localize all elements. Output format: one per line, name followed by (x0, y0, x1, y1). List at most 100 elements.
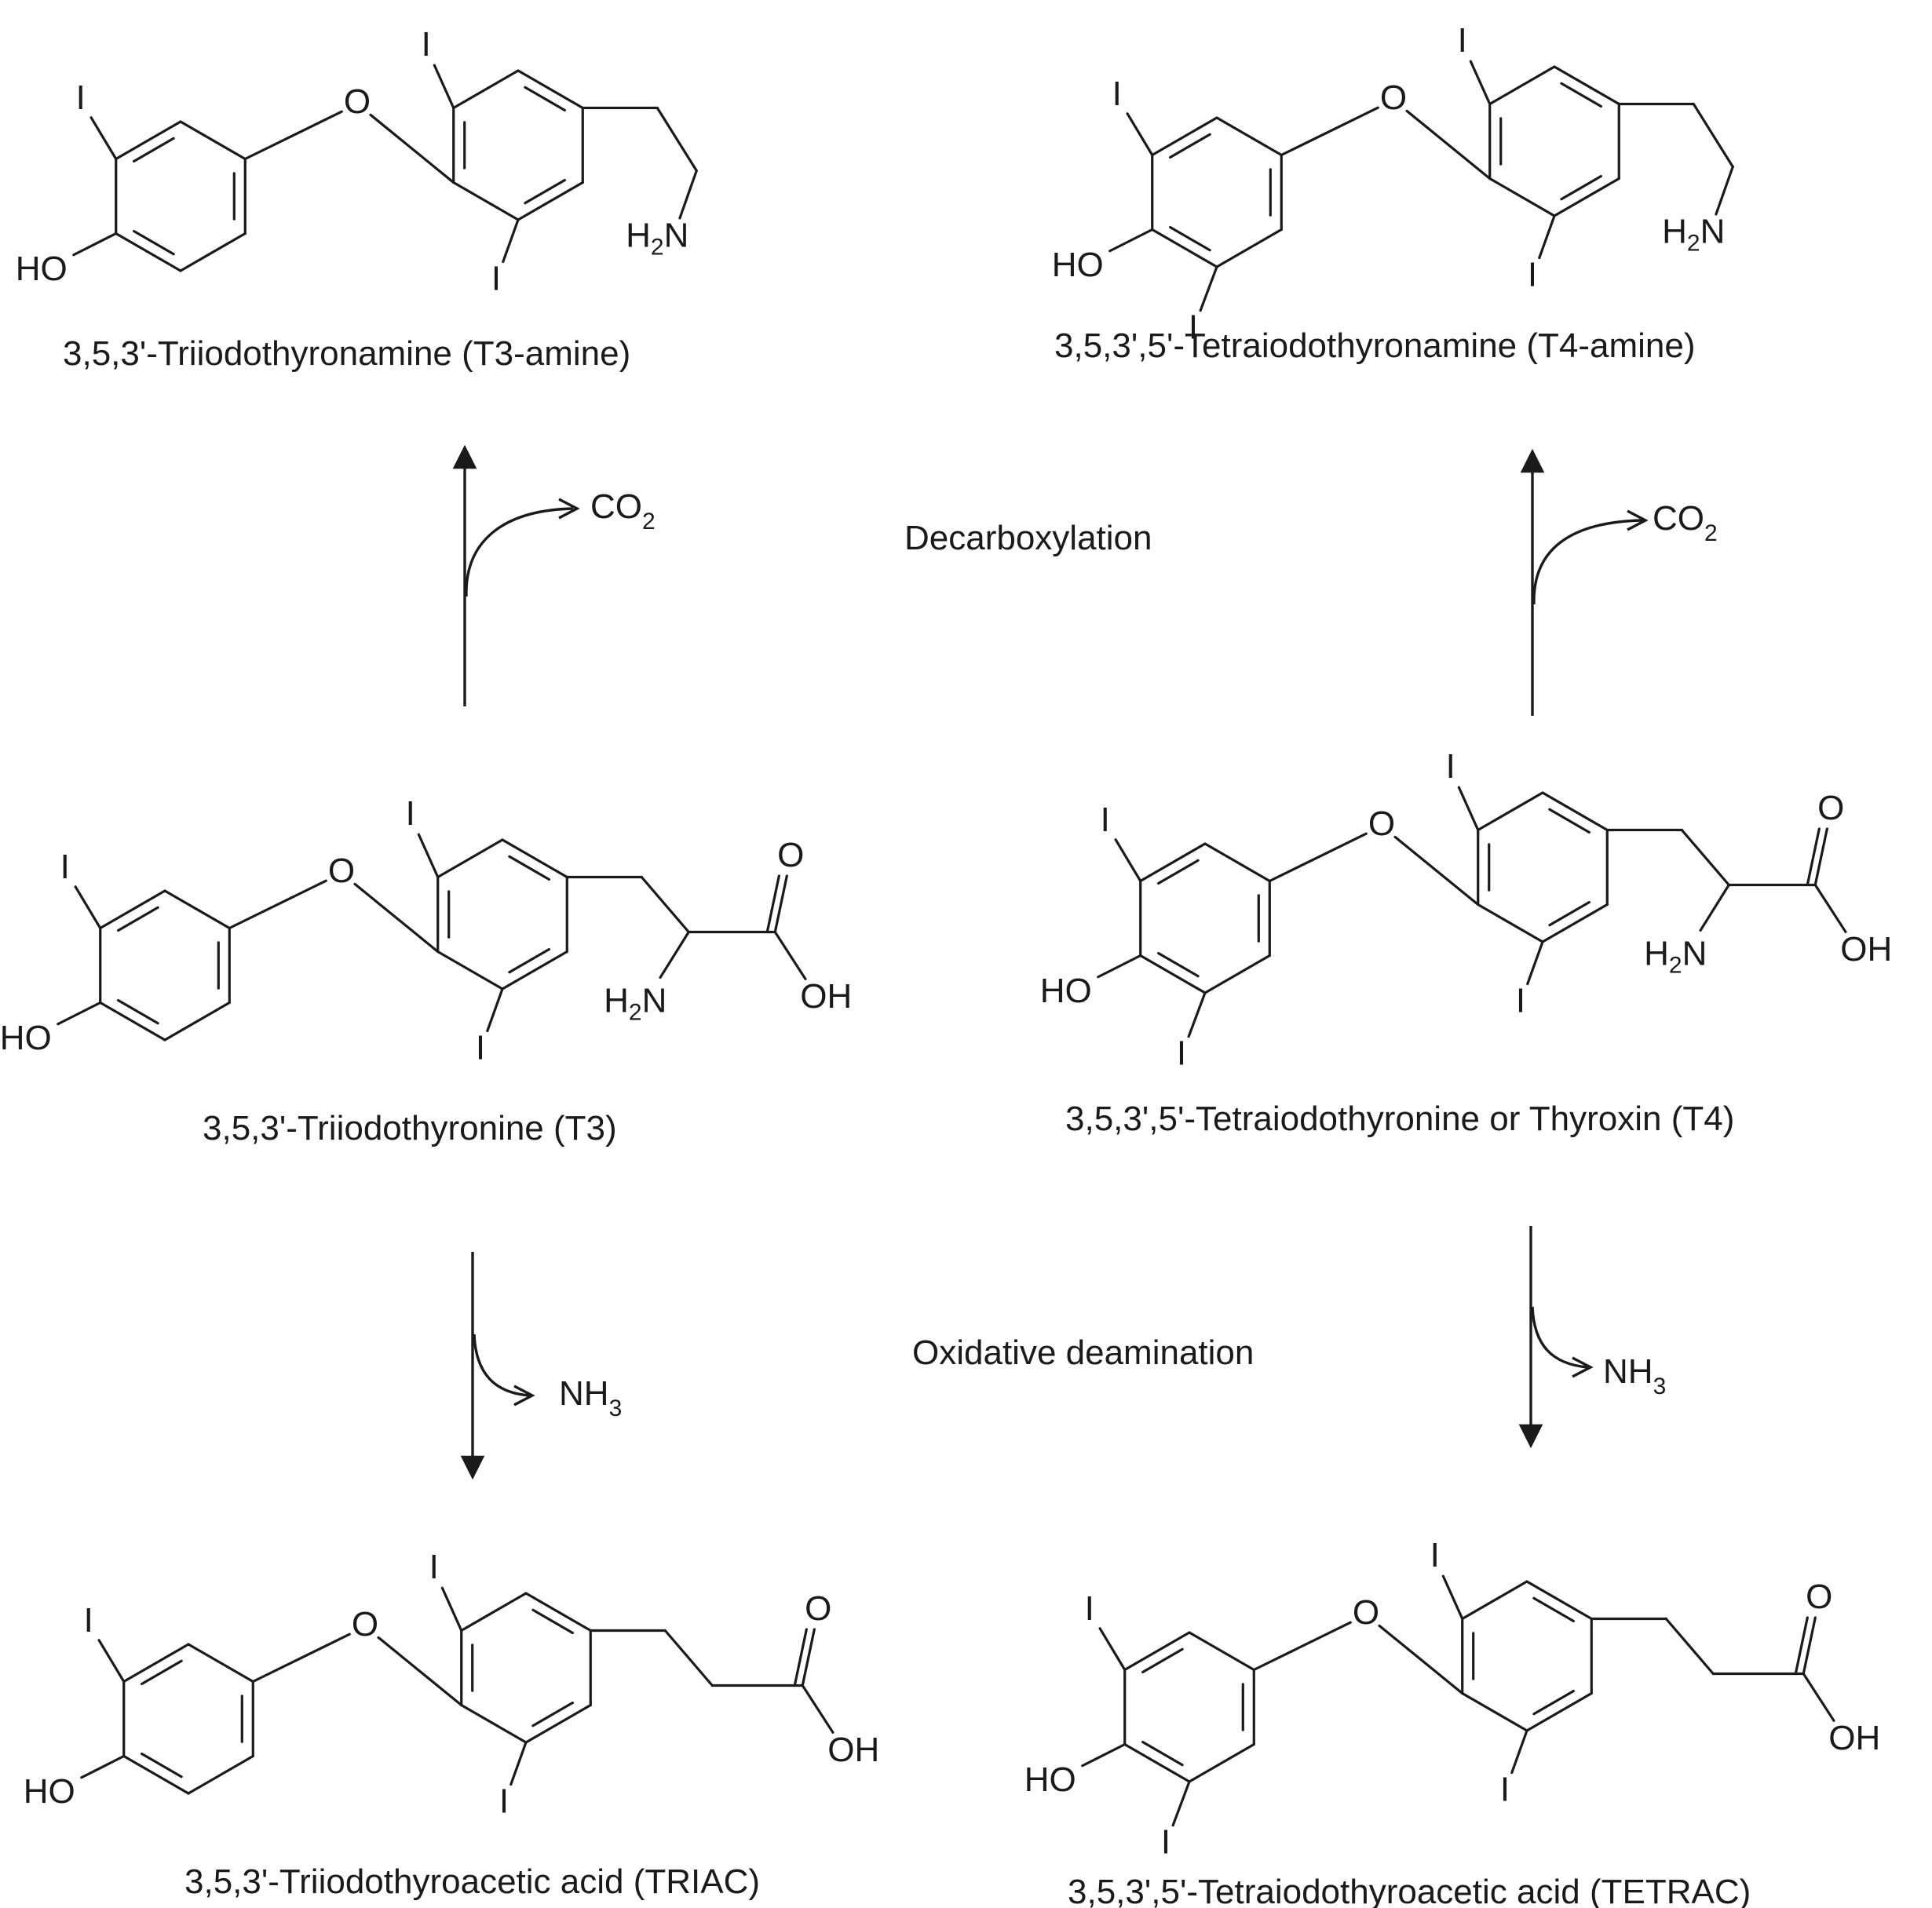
iodine-atom: I (1112, 75, 1122, 113)
decarboxylation-arrow-left: CO2 (452, 444, 656, 706)
caption-t3: 3,5,3'-Triiodothyronine (T3) (203, 1109, 617, 1147)
bond (452, 181, 520, 221)
double-bond (1168, 133, 1211, 159)
acid-hydroxyl: OH (1828, 1719, 1880, 1757)
bond (1203, 954, 1271, 994)
bond (1139, 954, 1207, 994)
bond (179, 232, 247, 272)
double-bond (132, 229, 175, 256)
bond (1139, 842, 1207, 883)
ether-bond (243, 110, 343, 161)
deamination-arrow-right: NH3 (1518, 1226, 1666, 1449)
double-bond (531, 1701, 575, 1727)
iodine-atom: I (1528, 256, 1537, 294)
double-bond (1548, 900, 1591, 927)
bond (1488, 177, 1556, 217)
amine-bond (1715, 165, 1734, 216)
caption-tetrac: 3,5,3',5'-Tetraiodothyroacetic acid (TET… (1068, 1873, 1751, 1908)
double-bond (116, 906, 159, 932)
ether-bond (377, 1636, 463, 1707)
bond (1215, 116, 1283, 157)
iodine-bond (1469, 60, 1492, 106)
bond (122, 1643, 190, 1684)
nh3-byproduct-right: NH3 (1603, 1352, 1666, 1399)
ether-oxygen: O (344, 82, 371, 121)
nh3-byproduct-left: NH3 (559, 1374, 622, 1421)
ether-bond (1378, 1624, 1464, 1695)
iodine-atom: I (1430, 1536, 1440, 1574)
double-bond (1560, 174, 1603, 201)
bond (1203, 842, 1271, 883)
bond (179, 120, 247, 161)
decarboxylation-arrow-right: CO2 (1520, 448, 1718, 716)
bond (1525, 1580, 1593, 1621)
carbonyl-oxygen: O (1817, 789, 1844, 827)
iodine-bond (1526, 940, 1544, 986)
double-bond (116, 998, 159, 1025)
double-bond (1532, 1596, 1576, 1623)
reaction-label-deamination: Oxidative deamination (912, 1333, 1254, 1372)
bond (1525, 1691, 1593, 1732)
bond (163, 889, 231, 930)
carbonyl-bond (793, 1628, 808, 1687)
bond (501, 838, 568, 879)
hydroxyl-bond (1802, 1672, 1835, 1722)
carbonyl-bond (1806, 827, 1821, 887)
ether-bond (228, 879, 327, 930)
iodine-bond (433, 64, 455, 110)
hydroxyl-bond (72, 232, 118, 257)
carbonyl-oxygen: O (777, 836, 804, 874)
bond (115, 120, 182, 161)
iodine-bond (1457, 786, 1480, 832)
ether-bond (251, 1633, 351, 1684)
iodine-atom: I (422, 25, 431, 64)
molecule-structures: OIHOIIH2NOIHOIIIH2NOIHOIIH2NOOHOIHOIIIH2… (0, 21, 1892, 1862)
amine-group: H2N (1662, 212, 1725, 256)
bond (1553, 177, 1620, 217)
bond (187, 1754, 254, 1795)
amine-bond (678, 169, 698, 220)
hydroxyl-bond (1813, 883, 1847, 933)
iodine-bond (440, 1586, 463, 1633)
ether-bond (353, 882, 440, 954)
carbonyl-bond (1802, 1616, 1817, 1676)
iodine-bond (502, 218, 520, 264)
double-bond (1141, 1647, 1184, 1674)
carbonyl-oxygen: O (805, 1589, 831, 1628)
double-bond (1548, 808, 1591, 834)
iodine-atom: I (76, 78, 86, 117)
co2-byproduct-left: CO2 (590, 487, 656, 534)
iodine-bond (417, 833, 440, 879)
hydroxyl-bond (1097, 954, 1142, 979)
caption-triac: 3,5,3'-Triiodothyroacetic acid (TRIAC) (184, 1862, 760, 1901)
acid-hydroxyl: OH (1840, 930, 1892, 969)
amine-bond (659, 930, 690, 980)
ether-bond (369, 113, 455, 184)
bond (1461, 1580, 1528, 1621)
caption-t3-amine: 3,5,3'-Triiodothyronamine (T3-amine) (63, 334, 630, 373)
iodine-atom: I (1516, 982, 1525, 1020)
double-bond (508, 855, 551, 881)
double-bond (140, 1752, 183, 1778)
bond (517, 181, 584, 221)
bond (1188, 1742, 1255, 1783)
hydroxyl-group: HO (1052, 246, 1104, 284)
iodine-bond (1126, 112, 1154, 157)
caption-t4-amine: 3,5,3',5'-Tetraiodothyronamine (T4-amine… (1054, 327, 1696, 365)
iodine-atom: I (84, 1601, 93, 1640)
hydroxyl-group: HO (1040, 972, 1092, 1010)
bond (1477, 903, 1544, 943)
bond (99, 1001, 166, 1042)
hydroxyl-group: HO (16, 250, 68, 288)
ether-oxygen: O (1368, 804, 1395, 843)
chain-bond (1692, 102, 1734, 169)
carbonyl-oxygen: O (1806, 1578, 1832, 1616)
amine-group: H2N (604, 981, 667, 1025)
hydroxyl-bond (80, 1754, 126, 1779)
bond (1553, 65, 1620, 106)
